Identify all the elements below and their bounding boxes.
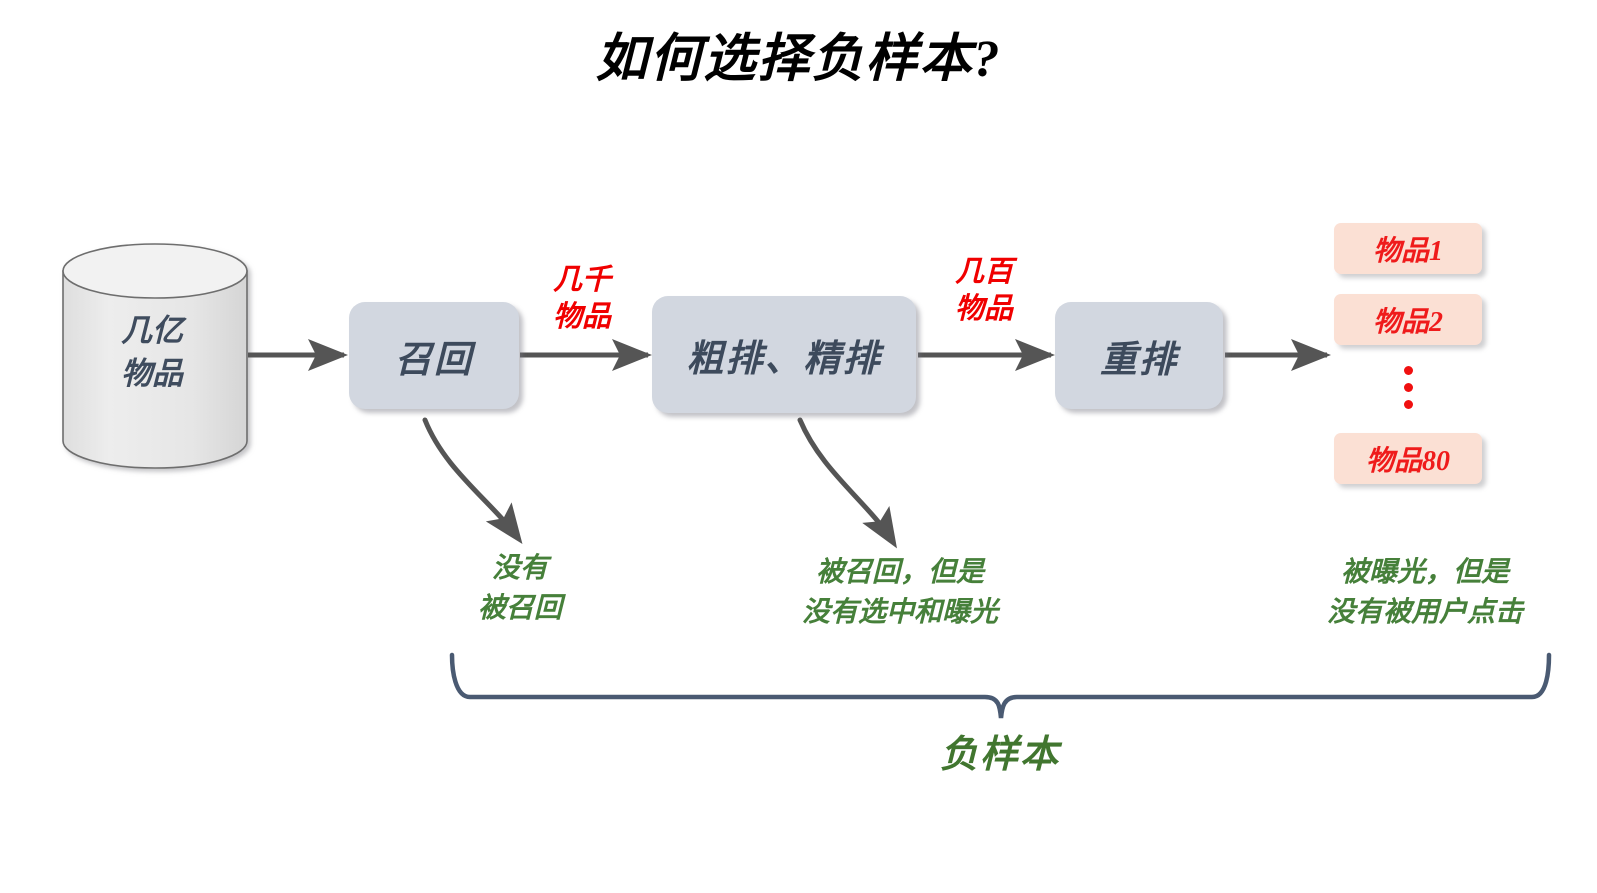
item-database-label: 几亿 物品 [62, 310, 242, 396]
stage-box-ranking[interactable]: 粗排、精排 [652, 296, 916, 413]
db-label-line1: 几亿 [121, 313, 183, 348]
stage-label-rerank: 重排 [1100, 339, 1178, 381]
result-item-chip[interactable]: 物品1 [1334, 223, 1482, 274]
db-label-line2: 物品 [121, 355, 183, 391]
annotation-recalled-not-exposed: 被召回，但是 没有选中和曝光 [755, 553, 1045, 633]
result-item-label: 物品2 [1372, 306, 1443, 338]
page-title: 如何选择负样本? [595, 31, 1002, 88]
annotation-exposed-not-clicked: 被曝光，但是 没有被用户点击 [1280, 553, 1570, 633]
stage-box-rerank[interactable]: 重排 [1055, 302, 1223, 409]
result-item-chip[interactable]: 物品2 [1334, 294, 1482, 345]
annotation-line2: 没有选中和曝光 [801, 596, 998, 628]
item-database-cylinder [62, 243, 248, 469]
annotation-not-recalled: 没有 被召回 [415, 549, 625, 629]
stage-label-recall: 召回 [395, 339, 473, 381]
ellipsis-dot [1403, 366, 1413, 375]
result-item-label: 物品80 [1365, 445, 1450, 477]
vertical-ellipsis-icon [1398, 366, 1418, 416]
ellipsis-dot [1403, 383, 1413, 392]
flow-hundreds-line1: 几百 [954, 256, 1013, 288]
arrow-recall-dropoff [422, 417, 523, 545]
result-item-label: 物品1 [1372, 235, 1443, 267]
flow-thousands-line2: 物品 [552, 301, 611, 334]
flow-label-hundreds: 几百 物品 [930, 254, 1038, 328]
annotation-line2: 没有被用户点击 [1326, 596, 1523, 628]
flow-label-thousands: 几千 物品 [528, 262, 636, 336]
flow-hundreds-line2: 物品 [954, 293, 1013, 326]
negative-sample-brace [449, 652, 1552, 719]
annotation-line1: 被召回，但是 [815, 557, 984, 588]
annotation-line1: 被曝光，但是 [1340, 557, 1509, 588]
arrow-ranking-dropoff [797, 417, 897, 549]
annotation-line2: 被召回 [477, 592, 562, 624]
flow-thousands-line1: 几千 [552, 264, 611, 296]
annotation-line1: 没有 [491, 553, 548, 584]
ellipsis-dot [1403, 400, 1413, 409]
negative-sample-brace-label: 负样本 [939, 734, 1060, 776]
stage-box-recall[interactable]: 召回 [349, 302, 519, 409]
result-item-chip[interactable]: 物品80 [1334, 433, 1482, 484]
stage-label-ranking: 粗排、精排 [686, 338, 882, 380]
